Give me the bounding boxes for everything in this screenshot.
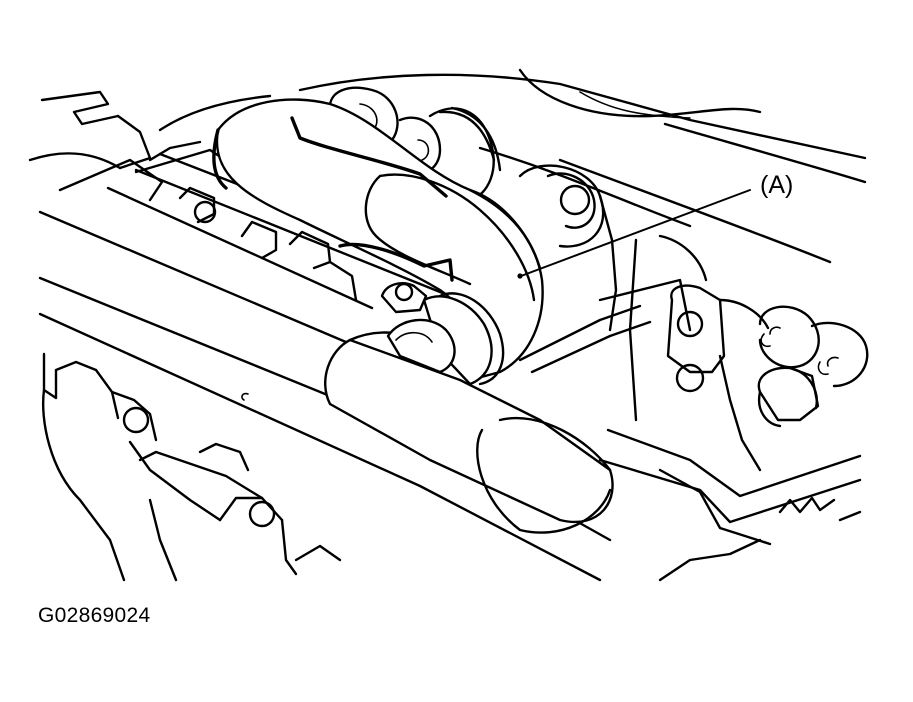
figure-id: G02869024 bbox=[38, 604, 151, 627]
small-marks bbox=[760, 333, 829, 376]
rail-fins bbox=[178, 186, 358, 302]
left-lower-bracket bbox=[41, 352, 342, 582]
right-bolt-cluster bbox=[666, 284, 869, 472]
left-bracket-details bbox=[28, 90, 272, 202]
callout-label-a: (A) bbox=[760, 171, 793, 199]
hose-clamp bbox=[380, 282, 505, 386]
right-cylinder-plug bbox=[757, 366, 820, 428]
right-frame bbox=[518, 304, 862, 582]
callout-leader-line bbox=[520, 189, 751, 277]
